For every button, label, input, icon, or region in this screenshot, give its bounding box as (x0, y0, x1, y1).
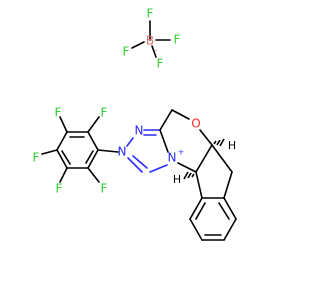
c-ch2-bond (159, 109, 173, 131)
o-c-bond (199, 129, 213, 146)
c-n-bond (159, 129, 169, 153)
fluorine-atom-bf4-left: F (123, 45, 130, 59)
c-c-bond (195, 144, 213, 173)
benzene-bond (223, 197, 237, 220)
n-n-bond (126, 137, 134, 147)
fluorine-atom-aryl: F (56, 182, 63, 196)
stereo-hash-bond-upper (213, 138, 225, 147)
nitrogen-atom-n1: N (135, 124, 144, 138)
indane-ring (189, 144, 237, 241)
ch2-ar-bond (223, 171, 233, 199)
ring-bond (56, 131, 68, 151)
n-c-bond (149, 164, 168, 173)
fluorine-atom-aryl: F (101, 106, 108, 120)
ring-bond (87, 149, 99, 169)
molecule-structure: B - F F F F F F F F F (33, 7, 237, 241)
benzene-bond (195, 202, 206, 220)
fluorine-atom-bf4-right: F (174, 33, 181, 47)
tetrafluoroborate-anion: B - F F F F (123, 7, 181, 71)
oxygen-atom: O (191, 117, 200, 131)
hydrogen-atom-upper: H (228, 139, 236, 152)
c-f-bond (87, 116, 100, 133)
c-n-double-bond (127, 157, 143, 173)
hydrogen-atom-lower: H (173, 173, 181, 186)
c-f-bond (41, 149, 58, 155)
nitrogen-atom-n4: N (168, 151, 177, 165)
boron-atom: B (146, 34, 154, 48)
b-f-bond-bottom (151, 45, 157, 58)
ring-bond (87, 131, 99, 151)
ring-bond (61, 150, 71, 165)
benzene-bond (223, 218, 237, 241)
triazolium-ring: N N N + (118, 124, 185, 173)
fluorine-atom-bf4-top: F (147, 7, 154, 21)
fluorine-atom-aryl: F (33, 151, 40, 165)
fluorine-atom-aryl: F (55, 106, 62, 120)
fluorine-atom-aryl: F (101, 182, 108, 196)
benzene-bond (189, 218, 203, 241)
c-ar-bond (195, 171, 203, 199)
benzene-bond (218, 202, 230, 220)
oxazine-ring: O H H (159, 109, 236, 186)
c-f-bond (87, 167, 100, 183)
boron-charge: - (155, 46, 158, 55)
nitrogen-charge: + (178, 148, 185, 157)
ch2-o-bond (171, 109, 190, 120)
c-f-bond (59, 167, 68, 183)
c-f-bond (59, 116, 68, 133)
benzene-bond (189, 197, 203, 220)
c-n-bond (177, 162, 197, 173)
fluorine-atom-bf4-bottom: F (157, 57, 164, 71)
ring-bond (56, 149, 68, 169)
b-f-bond-left (131, 41, 145, 49)
stereo-hash-bond-lower (183, 171, 195, 180)
c-n-double-bond (132, 155, 148, 169)
c-ch2-bond (211, 144, 233, 173)
aryl-n-bond (97, 149, 119, 153)
nitrogen-atom-n2: N (118, 145, 127, 159)
ring-bond (85, 150, 94, 164)
pentafluorophenyl-ring: F F F F F (33, 106, 119, 196)
